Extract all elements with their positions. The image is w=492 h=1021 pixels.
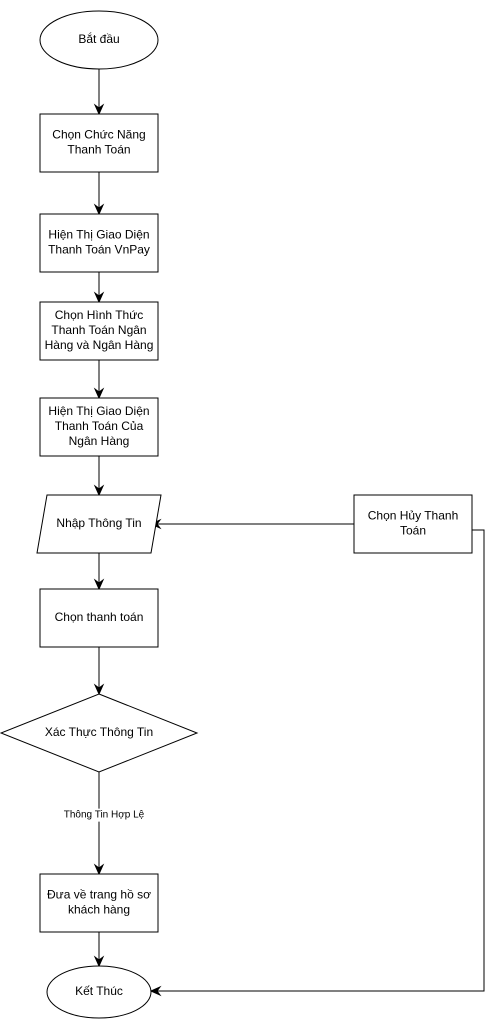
edge-cancel-to-end <box>149 529 485 997</box>
edge-confirm-to-verify <box>93 647 105 696</box>
node-shape <box>39 588 159 648</box>
node-shape <box>39 10 159 70</box>
node-label-line: Hàng và Ngân Hàng <box>45 338 154 352</box>
edge-cancel-to-enter_info <box>149 518 354 530</box>
arrowhead <box>93 578 105 591</box>
edge-label: Thông Tin Hợp Lệ <box>64 810 145 821</box>
node-shape <box>0 693 199 773</box>
node-label-line: Bắt đầu <box>78 31 119 46</box>
node-shape <box>39 873 159 933</box>
edges-layer: Thông Tin Hợp Lệ <box>61 69 485 997</box>
node-shape <box>46 965 152 1019</box>
arrowhead <box>93 103 105 116</box>
arrowhead <box>93 863 105 876</box>
edge-show_bank-to-enter_info <box>93 456 105 497</box>
node-shape <box>36 494 162 554</box>
arrowhead <box>93 683 105 696</box>
node-end: Kết Thúc <box>46 965 152 1019</box>
node-label-line: Ngân Hàng <box>69 434 130 448</box>
node-shape <box>39 113 159 173</box>
edge-show_vnpay-to-choose_method <box>93 272 105 304</box>
node-enter-info: Nhập Thông Tin <box>36 494 162 554</box>
node-shape <box>39 397 159 457</box>
node-label-line: Thanh Toán VnPay <box>48 243 150 257</box>
arrowhead <box>149 985 162 997</box>
node-label-line: Xác Thực Thông Tin <box>45 725 153 739</box>
node-label-line: Chọn Hình Thức <box>55 308 144 322</box>
node-label-line: Đưa về trang hồ sơ <box>47 888 151 902</box>
node-label-line: Hiện Thị Giao Diện <box>48 228 149 242</box>
node-label-line: Chọn Chức Năng <box>52 128 145 142</box>
node-verify: Xác Thực Thông Tin <box>0 693 199 773</box>
arrowhead <box>93 955 105 968</box>
edge-enter_info-to-confirm <box>93 553 105 591</box>
node-start: Bắt đầu <box>39 10 159 70</box>
node-label-line: Hiện Thị Giao Diện <box>48 404 149 418</box>
node-label-line: Chọn Hủy Thanh <box>368 509 459 523</box>
node-label-line: Thanh Toán <box>67 143 130 157</box>
edge-return_profile-to-end <box>93 932 105 968</box>
edge-choose_payment-to-show_vnpay <box>93 172 105 216</box>
node-label-line: Toán <box>400 524 426 538</box>
arrowhead <box>93 291 105 304</box>
node-label-line: Thanh Toán Ngân <box>51 323 146 337</box>
node-label-line: Kết Thúc <box>75 984 123 998</box>
node-label-line: khách hàng <box>68 903 130 917</box>
node-confirm: Chọn thanh toán <box>39 588 159 648</box>
node-shape <box>353 494 473 554</box>
arrowhead <box>93 484 105 497</box>
edge-verify-to-return_profile: Thông Tin Hợp Lệ <box>61 772 147 876</box>
node-shape <box>39 213 159 273</box>
edge-line <box>151 529 485 992</box>
edge-start-to-choose_payment <box>93 69 105 116</box>
node-label-line: Thanh Toán Của <box>55 419 144 433</box>
node-label-line: Chọn thanh toán <box>55 610 144 624</box>
node-shape <box>39 301 159 361</box>
edge-choose_method-to-show_bank <box>93 360 105 400</box>
arrowhead <box>93 387 105 400</box>
node-label-line: Nhập Thông Tin <box>56 516 141 530</box>
arrowhead <box>93 203 105 216</box>
edge-label-background <box>61 808 147 822</box>
